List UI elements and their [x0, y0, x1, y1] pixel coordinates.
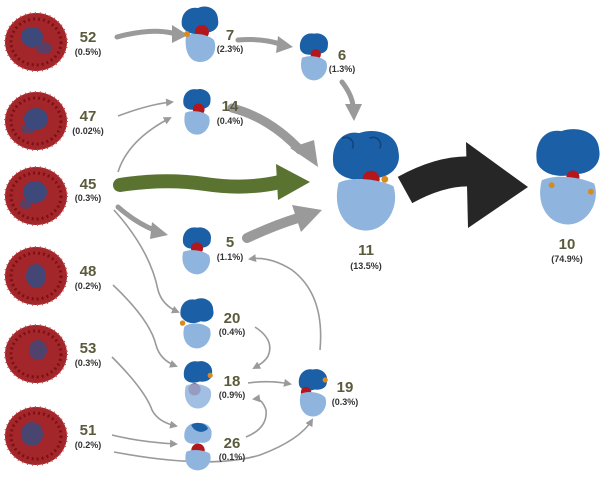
label-pct-48: (0.2%) — [74, 281, 102, 291]
label-num-5: 5 — [225, 234, 235, 251]
label-num-20: 20 — [223, 310, 241, 327]
unfolded-structure-52 — [4, 12, 68, 72]
label-num-48: 48 — [79, 263, 97, 280]
label-pct-7: (2.3%) — [216, 44, 244, 54]
unfolded-structure-47 — [4, 91, 68, 151]
folded-structure-19 — [298, 369, 328, 417]
label-pct-45: (0.3%) — [74, 193, 102, 203]
label-pct-14: (0.4%) — [216, 116, 244, 126]
folded-structure-11 — [332, 131, 399, 231]
arrow-51-to-19 — [113, 418, 314, 463]
folded-structure-6 — [299, 33, 329, 81]
label-num-47: 47 — [79, 108, 97, 125]
arrow-6-to-11 — [339, 79, 362, 121]
label-pct-26: (0.1%) — [218, 452, 246, 462]
folded-structure-5 — [182, 227, 212, 275]
arrow-14-to-11 — [227, 103, 318, 167]
unfolded-structure-45 — [4, 166, 68, 226]
label-num-18: 18 — [223, 373, 241, 390]
folded-structure-20 — [179, 298, 214, 349]
label-num-14: 14 — [221, 98, 239, 115]
arrow-48-to-18 — [112, 284, 178, 368]
label-pct-5: (1.1%) — [216, 252, 244, 262]
label-num-52: 52 — [79, 29, 97, 46]
arrow-53-to-26 — [111, 356, 178, 429]
folded-structure-18 — [183, 361, 213, 409]
unfolded-structure-48 — [4, 246, 68, 306]
arrow-20-to-18 — [252, 326, 271, 369]
folded-structure-7 — [181, 6, 219, 62]
label-num-45: 45 — [79, 176, 97, 193]
arrow-19-to-5 — [248, 254, 322, 351]
label-pct-11: (13.5%) — [350, 261, 382, 271]
label-num-10: 10 — [558, 236, 576, 253]
label-pct-18: (0.9%) — [218, 390, 246, 400]
arrow-45-to-14 — [117, 117, 172, 173]
label-num-51: 51 — [79, 422, 97, 439]
label-pct-53: (0.3%) — [74, 358, 102, 368]
arrow-47-to-14 — [117, 98, 174, 117]
arrow-26-to-18 — [245, 394, 267, 438]
label-num-6: 6 — [337, 47, 347, 64]
arrow-5-to-11 — [242, 205, 322, 243]
label-num-11: 11 — [358, 242, 374, 259]
arrow-45-to-20 — [113, 209, 180, 314]
unfolded-structure-51 — [4, 406, 68, 466]
arrow-51-to-26 — [111, 434, 178, 448]
folded-structure-26 — [184, 422, 212, 471]
folded-structure-14 — [183, 89, 211, 135]
arrow-11-to-10-black — [397, 142, 528, 228]
arrow-45-to-11-green — [113, 164, 310, 200]
label-pct-20: (0.4%) — [218, 327, 246, 337]
arrow-7-to-6 — [235, 36, 293, 53]
label-num-26: 26 — [223, 435, 241, 452]
folded-structure-10 — [536, 129, 600, 225]
label-pct-47: (0.02%) — [72, 126, 104, 136]
label-num-19: 19 — [336, 379, 354, 396]
arrow-52-to-7 — [114, 25, 188, 43]
label-pct-10: (74.9%) — [551, 254, 583, 264]
label-num-7: 7 — [225, 27, 235, 44]
arrow-18-to-19 — [247, 378, 292, 387]
label-pct-51: (0.2%) — [74, 440, 102, 450]
arrow-45-to-5 — [115, 204, 168, 239]
label-num-53: 53 — [79, 340, 97, 357]
label-pct-52: (0.5%) — [74, 47, 102, 57]
label-pct-6: (1.3%) — [328, 64, 356, 74]
unfolded-structure-53 — [4, 324, 68, 384]
label-pct-19: (0.3%) — [331, 397, 359, 407]
